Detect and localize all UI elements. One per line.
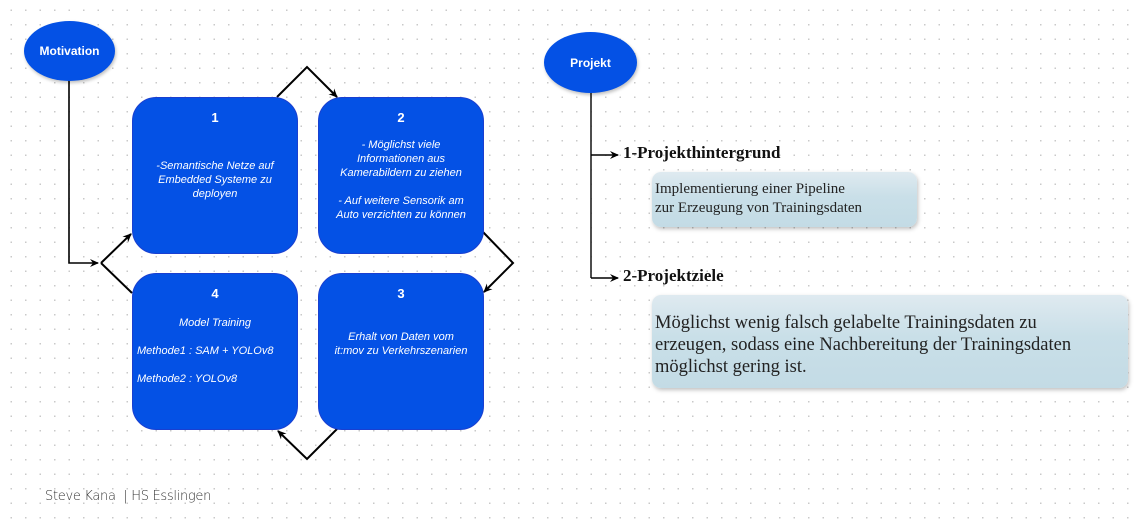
text-line: it:mov zu Verkehrszenarien [334,345,468,357]
text-line: Auto verzichten zu können [336,209,466,221]
step-box-1[interactable]: 1 -Semantische Netze auf Embedded System… [132,97,298,254]
text-line: Möglichst wenig falsch gelabelte Trainin… [655,313,1037,333]
box4-to-junction [100,262,133,294]
step-number: 1 [211,110,219,125]
arrow-to-box-1 [100,233,132,264]
step-text: Erhalt von Daten vom it:mov zu Verkehrsz… [323,330,479,358]
text-line: Informationen aus [356,153,446,165]
text-line: - Auf weitere Sensorik am [338,195,464,207]
text-line: Embedded Systeme zu [158,174,272,186]
section-note-2: Möglichst wenig falsch gelabelte Trainin… [652,295,1128,388]
text-line [137,330,293,344]
step-text: -Semantische Netze auf Embedded Systeme … [137,159,293,201]
arrow-box3-to-box4 [277,428,338,461]
footer-text: Steve Kana | HS Esslingen [45,489,212,504]
step-box-2[interactable]: 2 - Möglichst viele Informationen aus Ka… [318,97,484,254]
arrow-box1-to-box2 [276,65,338,98]
projekt-node[interactable]: Projekt [544,32,637,93]
text-line: Kamerabildern zu ziehen [340,167,462,179]
step-text: - Möglichst viele Informationen aus Kame… [323,138,479,222]
motivation-connector [68,80,99,267]
step-text: Model Training Methode1 : SAM + YOLOv8 M… [137,316,293,386]
text-line: erzeugen, sodass eine Nachbereitung der … [655,335,1072,355]
text-line: möglichst gering ist. [655,357,807,377]
section-heading-1: 1-Projekthintergrund [623,143,781,162]
text-line: - Möglichst viele [361,139,441,151]
text-line: zur Erzeugung von Trainingsdaten [655,200,863,216]
step-number: 4 [211,286,219,301]
step-box-4[interactable]: 4 Model Training Methode1 : SAM + YOLOv8… [132,273,298,430]
projekt-label: Projekt [570,55,611,70]
motivation-label: Motivation [39,44,100,58]
text-line: Methode1 : SAM + YOLOv8 [137,345,274,357]
step-number: 2 [397,110,405,125]
text-line: deployen [192,188,238,200]
step-number: 3 [397,286,405,301]
section-heading-2: 2-Projektziele [623,266,724,285]
text-line: Model Training [179,317,251,329]
section-note-1: Implementierung einer Pipeline zur Erzeu… [652,172,917,227]
text-line [137,358,293,372]
text-line: Implementierung einer Pipeline [655,181,845,197]
motivation-node[interactable]: Motivation [24,21,115,81]
arrow-box2-to-box3 [482,231,515,293]
step-box-3[interactable]: 3 Erhalt von Daten vom it:mov zu Verkehr… [318,273,484,430]
text-line: Erhalt von Daten vom [348,331,454,343]
text-line: Methode2 : YOLOv8 [137,373,238,385]
text-line [323,180,479,194]
text-line: -Semantische Netze auf [156,160,274,172]
